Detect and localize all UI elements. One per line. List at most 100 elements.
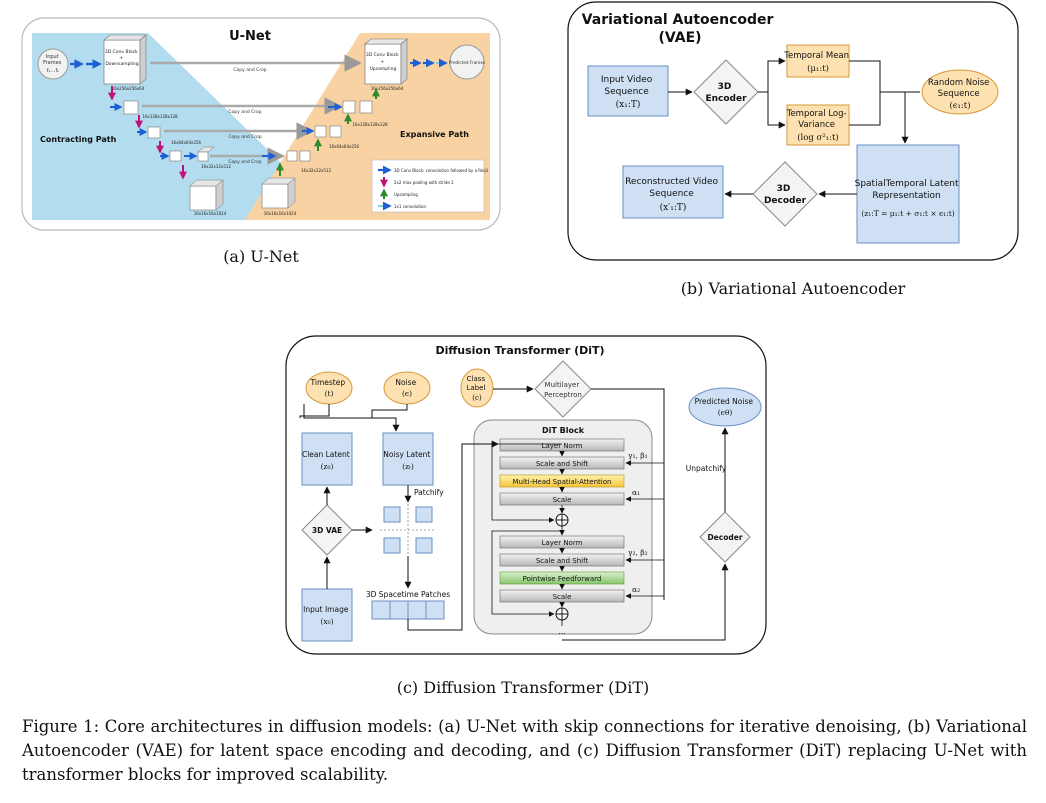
decoder-cube-2 (342, 100, 356, 114)
svg-text:Layer Norm: Layer Norm (542, 442, 583, 450)
vae-latent-label: SpatialTemporal Latent Representation (z… (855, 179, 962, 218)
noisy-latent-label: Noisy Latent (zₜ) (383, 450, 432, 471)
input-frames-node (37, 48, 69, 80)
contracting-path-label: Contracting Path (40, 135, 117, 144)
dim-left-1: 16x256x256x64 (112, 86, 145, 91)
dit-ellipsis: ... (558, 627, 566, 636)
gamma-beta-2: γ₂, β₂ (628, 548, 648, 557)
encoder-cube-5 (189, 185, 217, 211)
vae3d-diamond (301, 504, 353, 556)
patch-tr (415, 506, 433, 523)
dim-right-1: 16x256x256x64 (371, 86, 404, 91)
legend-conv: 3D Conv Block: convolution followed by a… (394, 168, 488, 173)
vae-input-box (587, 65, 669, 117)
copy-crop-4: Copy and Crop (228, 159, 261, 165)
vae-decoder-label: 3D Decoder (764, 184, 807, 206)
vae-latent-box (856, 144, 960, 244)
copy-crop-1: Copy and Crop (233, 67, 266, 73)
input-frames-label: Input Frames f₁…fₙ (43, 54, 63, 74)
mlp-diamond (534, 360, 592, 418)
vae-panel: Variational Autoencoder (VAE) Input Vide… (567, 1, 1019, 261)
encoder-cube-4 (169, 150, 182, 162)
dit-decoder-diamond (699, 511, 751, 563)
vae-encoder-diamond (693, 59, 759, 125)
vae-recon-box (622, 165, 724, 219)
vae-decoder-diamond (752, 161, 818, 227)
unpatchify-label: Unpatchify (686, 464, 727, 473)
unet-panel: U-Net Input Frames f₁…fₙ 3D Conv Block +… (21, 17, 501, 231)
input-image-label: Input Image (x₀) (303, 605, 351, 626)
dit-decoder-label: Decoder (707, 533, 742, 542)
clean-latent-label: Clean Latent (z₀) (302, 450, 352, 471)
dim-right-4: 16x32x32x512 (301, 168, 331, 173)
dim-left-2: 16x128x128x128 (142, 114, 178, 119)
dim-right-2: 16x128x128x128 (352, 122, 388, 127)
figure-caption: Figure 1: Core architectures in diffusio… (22, 717, 1027, 784)
input-image-box (301, 588, 353, 642)
dit-block-title: DiT Block (542, 426, 585, 435)
vae-noise-node (921, 69, 999, 115)
alpha-2: α₂ (632, 585, 640, 594)
decoder-cube-5 (261, 183, 289, 209)
vae-recon-label: Reconstructed Video Sequence (x′₁:T) (625, 177, 721, 213)
dit-title: Diffusion Transformer (DiT) (435, 344, 604, 357)
conv-up-label: 3D Conv Block + Upsampling (366, 52, 400, 72)
noise-label: Noise (ϵ) (395, 378, 418, 398)
legend-upsampling: Upsampling (394, 192, 418, 197)
conv-down-label: 3D Conv Block + Downsampling (105, 49, 139, 67)
expansive-path-label: Expansive Path (400, 130, 469, 139)
predicted-frames-node (449, 44, 485, 80)
dim-right-5: 16x16x16x1024 (264, 211, 297, 216)
vae-noise-label: Random Noise Sequence (ϵ₁:t) (928, 78, 992, 111)
predicted-noise-label: Predicted Noise (ϵθ) (695, 397, 756, 417)
vae-mean-label: Temporal Mean (μ₁:t) (783, 51, 851, 74)
decoder-cube-3 (314, 125, 327, 138)
dim-left-5: 16x16x16x1024 (194, 211, 227, 216)
gamma-beta-1: γ₁, β₁ (628, 451, 648, 460)
svg-text:Pointwise Feedforward: Pointwise Feedforward (523, 575, 602, 583)
predicted-noise-node (688, 387, 762, 427)
svg-text:Scale and Shift: Scale and Shift (536, 557, 589, 565)
vae-logvar-box (786, 104, 850, 146)
noise-node (383, 371, 431, 405)
timestep-node (305, 371, 353, 405)
legend-1x1: 1x1 convolution (394, 204, 426, 209)
copy-crop-3: Copy and Crop (228, 134, 261, 140)
decoder-cube-1 (364, 43, 402, 85)
unet-title: U-Net (229, 29, 271, 44)
dit-panel: Diffusion Transformer (DiT) Timestep (t)… (285, 335, 767, 655)
vae3d-label: 3D VAE (312, 526, 342, 535)
patch-br (415, 537, 433, 554)
svg-text:Scale and Shift: Scale and Shift (536, 460, 589, 468)
noisy-latent-box (382, 432, 434, 486)
copy-crop-2: Copy and Crop (228, 109, 261, 115)
legend-pool: 2x2 max pooling with stride 2 (394, 180, 454, 185)
vae-mean-box (786, 44, 850, 78)
decoder-cube-4 (286, 150, 298, 162)
class-label-node (460, 368, 494, 408)
patch-bl (383, 537, 401, 554)
patchify-label: Patchify (414, 488, 444, 497)
dit-caption: (c) Diffusion Transformer (DiT) (397, 678, 650, 697)
dim-right-3: 16x64x64x256 (329, 144, 359, 149)
vae-caption: (b) Variational Autoencoder (681, 279, 906, 298)
timestep-label: Timestep (t) (310, 378, 348, 398)
vae-encoder-label: 3D Encoder (705, 82, 747, 104)
vae-title: Variational Autoencoder (VAE) (582, 12, 779, 46)
encoder-cube-2 (123, 100, 139, 115)
alpha-1: α₁ (632, 488, 640, 497)
svg-text:Scale: Scale (553, 496, 572, 504)
clean-latent-box (301, 432, 353, 486)
class-label-label: Class Label (c) (466, 375, 487, 402)
patches-label: 3D Spacetime Patches (366, 590, 450, 599)
encoder-cube-3 (147, 126, 161, 139)
svg-text:Multi-Head Spatial-Attention: Multi-Head Spatial-Attention (513, 478, 612, 486)
svg-text:Layer Norm: Layer Norm (542, 539, 583, 547)
vae-logvar-label: Temporal Log- Variance (log σ²₁:t) (786, 109, 850, 143)
svg-text:Scale: Scale (553, 593, 572, 601)
patch-tl (383, 506, 401, 523)
unet-caption: (a) U-Net (223, 247, 299, 266)
predicted-frames-label: Predicted Frames (449, 60, 485, 65)
vae-input-label: Input Video Sequence (x₁:T) (601, 75, 655, 110)
